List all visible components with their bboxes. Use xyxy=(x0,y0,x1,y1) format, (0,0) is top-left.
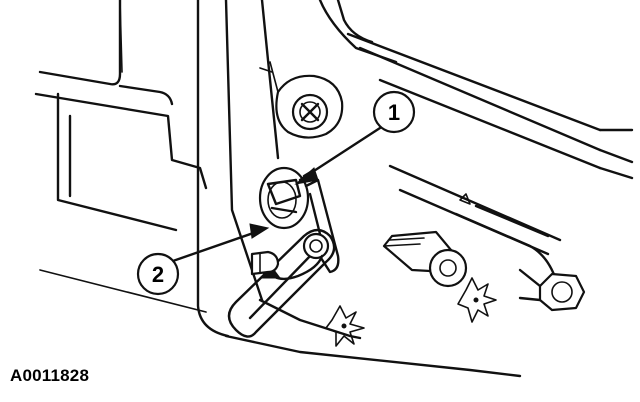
pivot-bushing xyxy=(258,166,310,230)
upper-bolt xyxy=(259,61,344,139)
figure-id-label: A0011828 xyxy=(10,366,90,385)
callout-1-label: 1 xyxy=(388,100,400,125)
callout-1: 1 xyxy=(294,90,416,185)
star-clip-lower-left xyxy=(325,305,365,347)
callout-2-label: 2 xyxy=(152,262,164,287)
rod-bushing xyxy=(382,230,468,288)
callout-2: 2 xyxy=(136,223,270,296)
star-clip-right xyxy=(457,277,497,323)
stub-pin xyxy=(250,250,280,276)
housing-panel xyxy=(34,0,208,313)
upper-arm xyxy=(346,32,634,180)
right-bolt xyxy=(518,268,586,312)
pivot-lever xyxy=(227,228,336,338)
